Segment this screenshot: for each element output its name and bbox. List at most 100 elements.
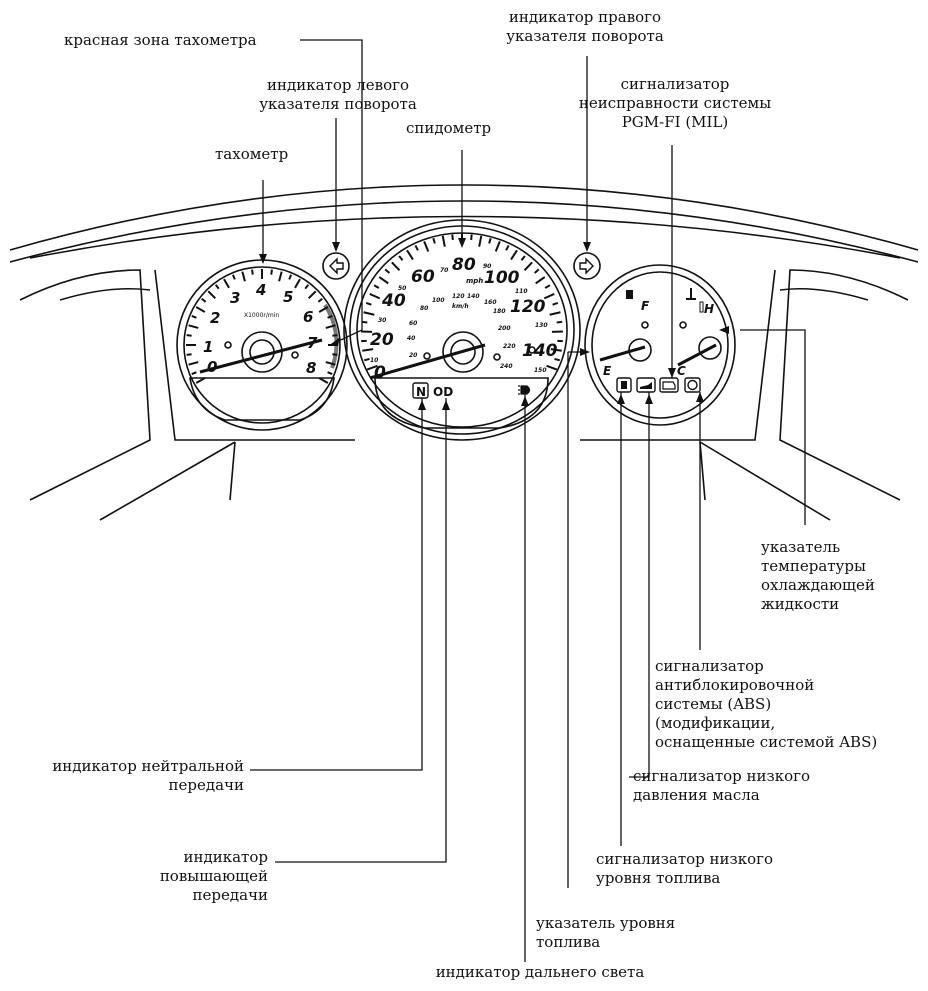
speedo-tick [520,255,526,261]
arrow-high-beam [521,396,529,406]
speedo-tick [544,284,551,289]
tacho-tick [307,290,317,300]
speedo-tick [423,240,430,252]
speedo-tick [361,320,368,324]
speedo-tick [378,276,389,285]
fuel-needle [599,345,646,362]
speed-kmh-inner-220: 220 [503,343,516,350]
tacho-tick [188,361,199,366]
label-overdrive: индикатор повышающей передачи [159,848,268,904]
speedo-tick [552,302,559,306]
speedo-tick [533,268,540,274]
speed-kmh-outer-90: 90 [483,263,491,270]
tacho-pin [224,341,232,349]
leader-overdive [275,398,447,863]
speedo-tick [554,357,561,362]
dash-bezel-left [154,269,355,441]
arrow-low-fuel [617,394,625,404]
arrow-overdrive [442,400,450,410]
dash-top-curve-2 [9,200,919,263]
arrow-redzone [330,337,340,346]
arrow-neutral [418,400,426,410]
speed-kmh-outer-150: 150 [534,367,547,374]
speed-kmh-inner-160: 160 [484,299,497,306]
tacho-tick [325,324,336,329]
speedo-tick [543,293,555,300]
tacho-num-1: 1 [203,338,213,356]
speedo-tick [510,249,518,261]
oil-warning-box [636,377,656,393]
speedo-tick [363,357,370,362]
label-high-beam: индикатор дальнего света [435,963,645,981]
label-speedometer: спидометр [406,119,492,137]
speedo-hub [442,331,484,373]
speed-mph-60: 60 [411,267,435,287]
label-tacho-redzone: красная зона тахометра [64,31,257,49]
label-mil: сигнализатор неисправности системы PGM-F… [578,75,772,131]
speedo-tick [535,276,546,285]
tacho-tick [223,278,230,289]
leader-oil [629,392,650,778]
speedo-pin-2 [493,353,501,361]
oil-can-icon [640,382,652,389]
speedo-tick [391,261,401,271]
tacho-tick [318,306,329,313]
arrow-coolant [719,326,729,334]
speedo-tick [362,348,374,352]
speedo-tick [550,348,562,352]
speedo-hub-inner [450,339,476,365]
speed-kmh-inner-180: 180 [493,308,506,315]
speed-kmh-outer-30: 30 [378,317,386,324]
dash-right-side [779,269,909,501]
speedo-tick [373,284,380,289]
tacho-tick [186,353,192,356]
speedo-tick [369,293,381,300]
speedo-tick [363,311,375,316]
tacho-num-3: 3 [230,289,240,307]
dash-left-side-inner [59,287,151,301]
temp-hub [698,336,722,360]
speedo-tick [494,240,501,252]
dash-lower-left [99,441,236,521]
speed-mph-80: 80 [452,255,476,275]
tacho-num-2: 2 [210,309,220,327]
label-coolant-temp: указатель температуры охлаждающей жидкос… [761,538,875,613]
speed-kmh-inner-60: 60 [409,320,417,327]
label-left-turn: индикатор левого указателя поворота [259,76,417,113]
dash-bottom-edge-right [699,441,706,501]
dash-bezel-right [580,269,776,441]
speed-kmh-outer-130: 130 [535,322,548,329]
tacho-tick [251,269,254,275]
arrow-abs [696,392,704,402]
tacho-num-7: 7 [307,334,318,352]
dash-left-side [19,269,151,501]
speedo-tick [470,234,473,241]
speed-kmh-unit: km/h [452,303,469,310]
overdrive-indicator: OD [433,385,453,399]
speed-kmh-inner-120: 120 [452,293,465,300]
tacho-tick [214,284,220,290]
tacho-tick [195,306,206,313]
speed-kmh-inner-100: 100 [432,297,445,304]
left-turn-arrow-icon [329,257,344,275]
tacho-tick [294,278,301,289]
leader-coolant [740,329,806,525]
speed-kmh-outer-50: 50 [398,285,406,292]
arrow-oil [645,394,653,404]
speed-mph-140: 140 [522,341,558,361]
tacho-tick [195,377,206,384]
fuel-hub [628,338,652,362]
speed-mph-unit: mph [466,277,483,285]
speedo-tick [488,237,492,244]
tacho-tick [317,297,323,303]
arrow-speedometer [458,238,466,248]
speedo-tick [366,364,378,371]
dash-lower-right [699,441,831,521]
tacho-tick [318,377,329,384]
tacho-needle [199,338,323,374]
arrow-right-turn [583,242,591,252]
speedo-tick [546,364,558,371]
tacho-tick [231,274,236,280]
tacho-tick [191,371,197,376]
speedo-pin [423,352,431,360]
